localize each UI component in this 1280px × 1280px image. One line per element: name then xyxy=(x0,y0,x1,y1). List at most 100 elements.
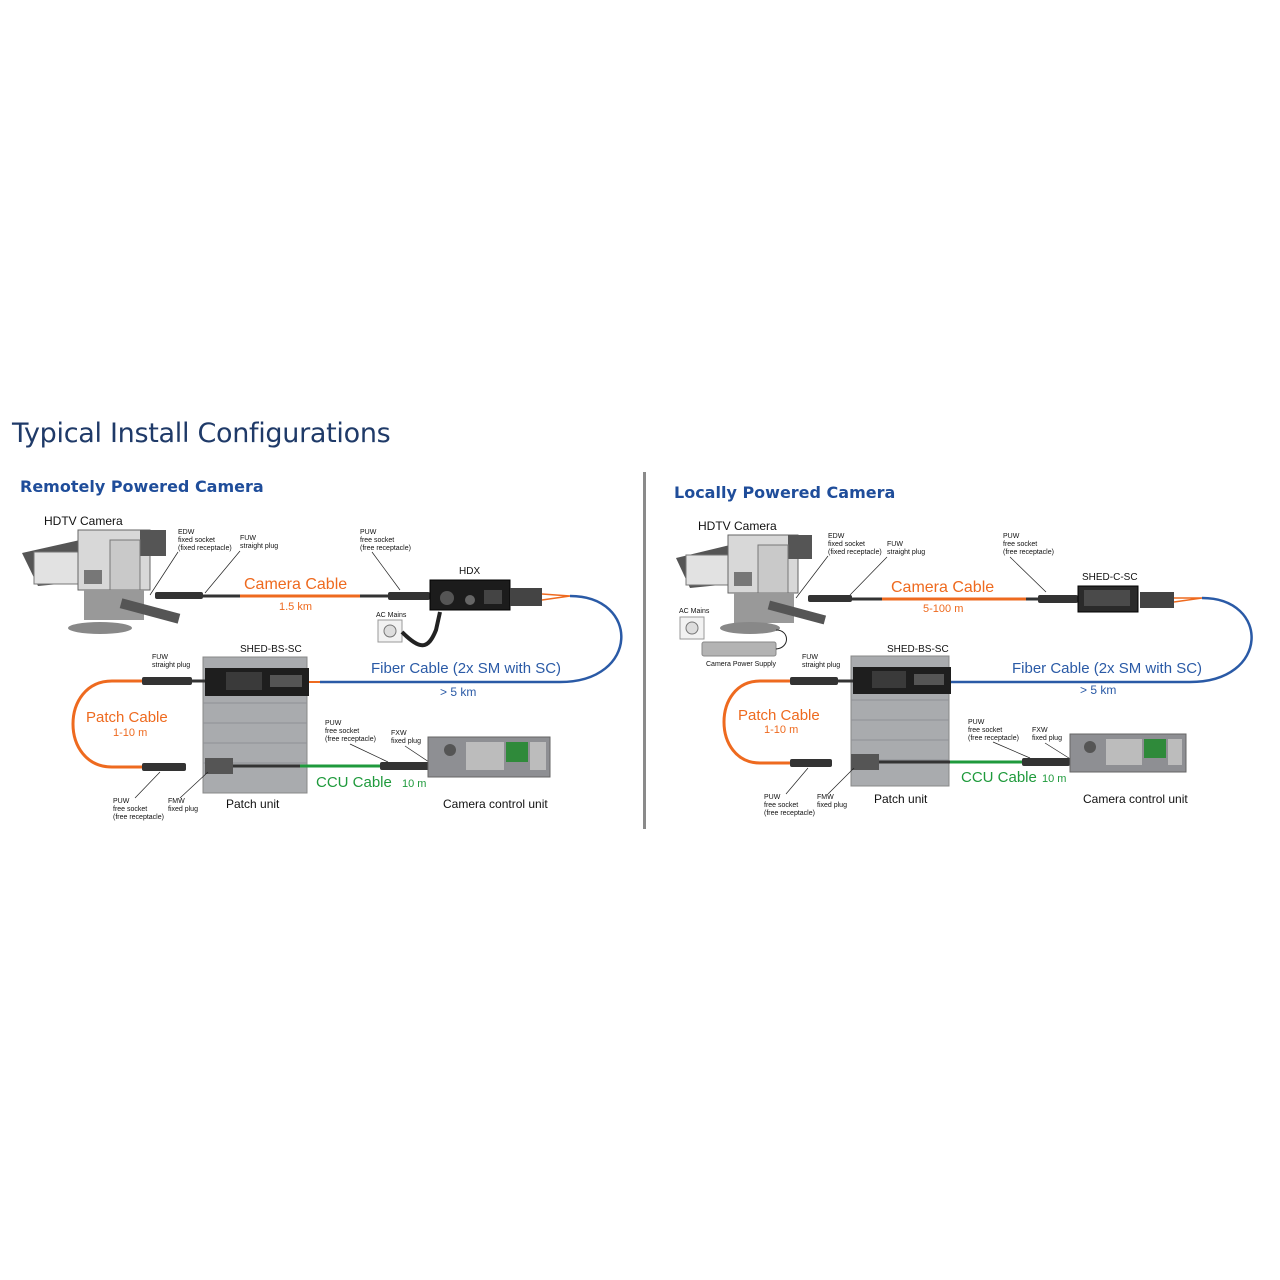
fuw-left-line1: straight plug xyxy=(152,662,190,669)
camera-control-unit-icon xyxy=(1069,733,1187,773)
fmw-plug-icon xyxy=(851,754,879,770)
power-cord-icon xyxy=(400,611,442,648)
edw-line1: fixed socket xyxy=(178,537,215,544)
remote-diagram: HDTV Camera EDW fixed socket (fixed rece… xyxy=(22,514,623,821)
patch-cable-label: Patch Cable xyxy=(86,709,168,726)
puw-top-label: PUW xyxy=(360,529,377,536)
camera-cable-length: 5-100 m xyxy=(923,603,963,615)
fuw-plug-icon xyxy=(155,592,203,599)
shed-label: SHED-BS-SC xyxy=(887,644,949,655)
hdtv-camera-icon xyxy=(22,529,181,634)
fiber-cable-length: > 5 km xyxy=(440,685,476,699)
ac-mains-label: AC Mains xyxy=(679,608,710,615)
fuw-top-label: FUW xyxy=(240,535,256,542)
camera-cable-label: Camera Cable xyxy=(891,579,994,596)
fmw-line1: fixed plug xyxy=(168,806,198,813)
puw-top-line1: free socket xyxy=(1003,541,1037,548)
fuw-left-plug-icon xyxy=(790,677,838,685)
puw-top-label: PUW xyxy=(1003,533,1020,540)
power-supply-label: Camera Power Supply xyxy=(706,661,777,668)
patch-cable-length: 1-10 m xyxy=(113,727,147,739)
fuw-left-plug-icon xyxy=(142,677,192,685)
puw-bottom-line1: free socket xyxy=(764,802,798,809)
camera-cable-length: 1.5 km xyxy=(279,601,312,613)
puw-bottom-socket-icon xyxy=(142,763,186,771)
puw-bottom-line2: (free receptacle) xyxy=(113,814,164,821)
fxw-label: FXW xyxy=(391,730,407,737)
puw-ccu-line2: (free receptacle) xyxy=(968,735,1019,742)
shed-c-sc-converter-icon xyxy=(1077,585,1139,613)
hdtv-camera-icon xyxy=(676,534,827,634)
puw-ccu-line1: free socket xyxy=(968,727,1002,734)
puw-socket-icon xyxy=(1038,595,1078,603)
camera-control-unit-icon xyxy=(427,736,551,778)
edw-label: EDW xyxy=(178,529,195,536)
patch-cable-length: 1-10 m xyxy=(764,724,798,736)
patch-unit-label: Patch unit xyxy=(226,797,280,811)
puw-ccu-socket-icon xyxy=(1022,758,1070,766)
ac-mains-label: AC Mains xyxy=(376,612,407,619)
fmw-plug-icon xyxy=(205,758,233,774)
puw-bottom-label: PUW xyxy=(113,798,130,805)
fxw-label: FXW xyxy=(1032,727,1048,734)
puw-ccu-socket-icon xyxy=(380,762,430,770)
page-title: Typical Install Configurations xyxy=(12,418,391,449)
camera-cable-label: Camera Cable xyxy=(244,576,347,593)
hdx-converter-icon xyxy=(429,579,511,611)
converter-label: SHED-C-SC xyxy=(1082,572,1138,583)
puw-bottom-socket-icon xyxy=(790,759,832,767)
puw-ccu-line1: free socket xyxy=(325,728,359,735)
fmw-line1: fixed plug xyxy=(817,802,847,809)
ccu-cable-label: CCU Cable xyxy=(961,769,1037,786)
fuw-left-label: FUW xyxy=(152,654,168,661)
puw-socket-icon xyxy=(388,592,430,600)
patch-cable-line xyxy=(71,679,142,769)
fmw-label: FMW xyxy=(168,798,185,805)
fxw-line1: fixed plug xyxy=(1032,735,1062,742)
puw-top-line2: (free receptacle) xyxy=(1003,549,1054,556)
fxw-line1: fixed plug xyxy=(391,738,421,745)
ccu-cable-length: 10 m xyxy=(402,778,426,790)
fuw-left-label: FUW xyxy=(802,654,818,661)
edw-label: EDW xyxy=(828,533,845,540)
power-supply-icon xyxy=(701,641,777,657)
fuw-top-line1: straight plug xyxy=(887,549,925,556)
fiber-cable-line xyxy=(950,596,1253,684)
puw-ccu-label: PUW xyxy=(325,720,342,727)
fuw-plug-icon xyxy=(808,595,852,602)
puw-ccu-line2: (free receptacle) xyxy=(325,736,376,743)
fiber-cable-label: Fiber Cable (2x SM with SC) xyxy=(1012,660,1202,677)
fmw-label: FMW xyxy=(817,794,834,801)
camera-label: HDTV Camera xyxy=(698,519,777,533)
edw-line2: (fixed receptacle) xyxy=(828,549,882,556)
converter-label: HDX xyxy=(459,566,480,577)
panel-divider xyxy=(643,472,646,829)
sc-connector-icon xyxy=(1140,592,1174,608)
puw-top-line2: (free receptacle) xyxy=(360,545,411,552)
ccu-cable-length: 10 m xyxy=(1042,773,1066,785)
sc-connector-icon xyxy=(510,588,542,606)
puw-bottom-line2: (free receptacle) xyxy=(764,810,815,817)
fiber-cable-line xyxy=(320,594,623,684)
puw-bottom-label: PUW xyxy=(764,794,781,801)
edw-line2: (fixed receptacle) xyxy=(178,545,232,552)
edw-line1: fixed socket xyxy=(828,541,865,548)
ccu-label: Camera control unit xyxy=(1083,792,1188,806)
ccu-cable-label: CCU Cable xyxy=(316,774,392,791)
ccu-label: Camera control unit xyxy=(443,797,548,811)
fiber-cable-label: Fiber Cable (2x SM with SC) xyxy=(371,660,561,677)
puw-ccu-label: PUW xyxy=(968,719,985,726)
panel-title-local: Locally Powered Camera xyxy=(674,483,896,502)
puw-bottom-line1: free socket xyxy=(113,806,147,813)
shed-label: SHED-BS-SC xyxy=(240,644,302,655)
patch-cable-line xyxy=(722,679,790,765)
fuw-top-label: FUW xyxy=(887,541,903,548)
patch-cable-label: Patch Cable xyxy=(738,707,820,724)
panel-title-remote: Remotely Powered Camera xyxy=(20,477,264,496)
fuw-left-line1: straight plug xyxy=(802,662,840,669)
patch-unit-label: Patch unit xyxy=(874,792,928,806)
camera-label: HDTV Camera xyxy=(44,514,123,528)
puw-top-line1: free socket xyxy=(360,537,394,544)
fuw-top-line1: straight plug xyxy=(240,543,278,550)
local-diagram: HDTV Camera EDW fixed socket (fixed rece… xyxy=(676,519,1253,817)
